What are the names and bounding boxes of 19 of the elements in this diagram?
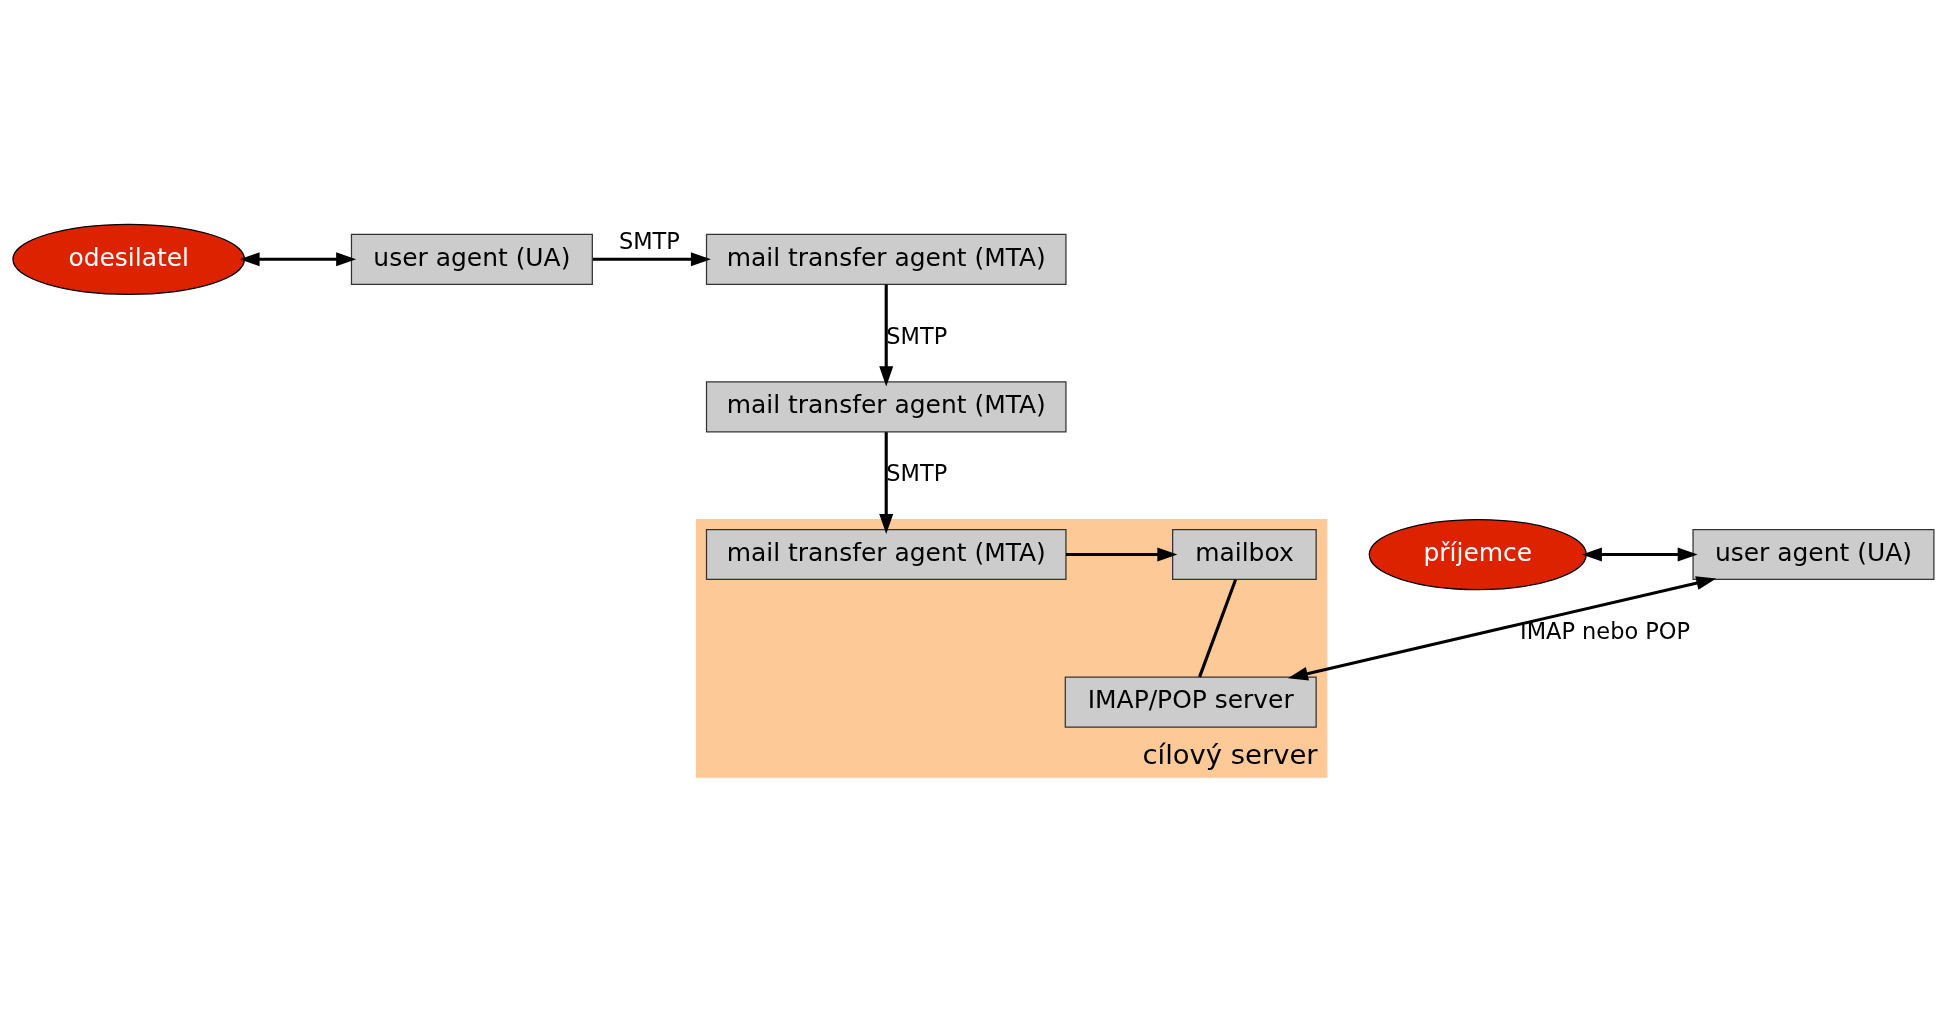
node-ellipse: odesilatel bbox=[12, 223, 246, 295]
node-box: mail transfer agent (MTA) bbox=[705, 233, 1067, 285]
arrow bbox=[592, 252, 711, 267]
arrow bbox=[1287, 576, 1717, 681]
arrow bbox=[1581, 547, 1698, 562]
node-ellipse: příjemce bbox=[1368, 518, 1587, 591]
node-box: mail transfer agent (MTA) bbox=[705, 381, 1067, 433]
edge-label: SMTP bbox=[618, 227, 680, 254]
connector bbox=[1198, 579, 1237, 678]
node-box: user agent (UA) bbox=[1692, 528, 1935, 581]
arrow bbox=[1066, 547, 1178, 562]
node-box: mailbox bbox=[1172, 528, 1317, 581]
edge-label: IMAP nebo POP bbox=[1520, 618, 1691, 644]
arrow bbox=[879, 432, 894, 534]
arrow bbox=[879, 284, 894, 387]
node-box: IMAP/POP server bbox=[1064, 676, 1317, 728]
node-box: user agent (UA) bbox=[350, 233, 593, 285]
arrow bbox=[239, 252, 357, 267]
node-box: mail transfer agent (MTA) bbox=[705, 528, 1067, 581]
